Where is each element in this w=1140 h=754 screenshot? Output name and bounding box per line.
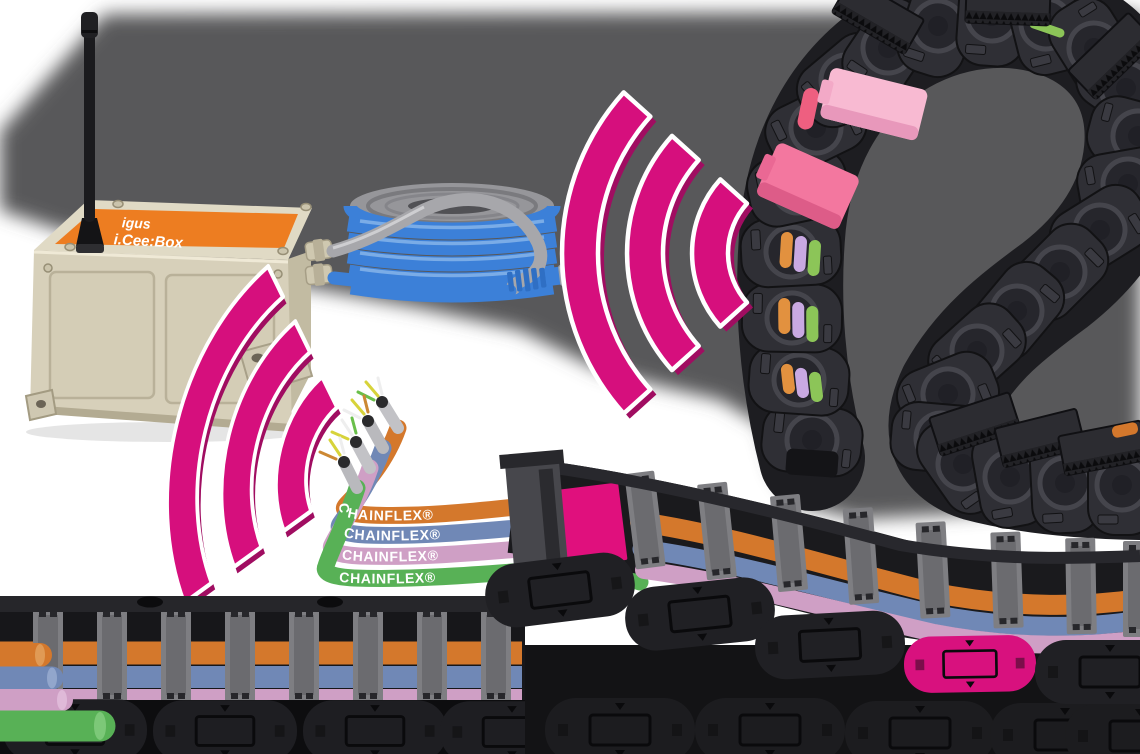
chain-end-cap	[785, 448, 839, 478]
chain-crossbar	[964, 0, 1052, 27]
igus-logo: igus	[121, 214, 151, 231]
antenna-icon	[76, 12, 104, 253]
chain-top-rail	[0, 596, 525, 612]
device-panel-left	[48, 270, 156, 400]
energy-chain-lower	[0, 449, 1140, 754]
device-label: i.Cee:Box	[113, 231, 184, 252]
ethernet-cable-blue	[327, 271, 517, 299]
cable-exit-stubs	[0, 643, 116, 742]
chain-entry-bracket	[499, 449, 570, 593]
ethernet-assembly	[326, 183, 589, 303]
cable-stripped-ends	[318, 376, 404, 494]
device-base-edge	[30, 405, 292, 432]
chain-crossbar-highlight-magenta	[554, 482, 628, 568]
svg-text:CHAINFLEX®: CHAINFLEX®	[343, 524, 441, 543]
energy-chain-upper	[739, 0, 1140, 540]
chain-top-rail	[507, 456, 1140, 564]
chain-clip-light-pink	[817, 68, 928, 141]
chainflex-label: CHAINFLEX®	[343, 524, 441, 543]
chain-clip-pink	[756, 143, 859, 229]
chainflex-label: CHAINFLEX®	[338, 569, 435, 587]
svg-text:CHAINFLEX®: CHAINFLEX®	[338, 569, 436, 587]
svg-text:CHAINFLEX®: CHAINFLEX®	[341, 546, 439, 564]
device-top-panel	[55, 209, 298, 248]
chainflex-label: CHAINFLEX®	[336, 503, 433, 524]
device-screws	[43, 199, 312, 279]
svg-text:CHAINFLEX®: CHAINFLEX®	[336, 503, 434, 524]
cable-gland-top	[304, 238, 334, 262]
chain-upper-run	[480, 449, 1140, 706]
chainflex-label: CHAINFLEX®	[341, 546, 438, 564]
chain-link-highlight-magenta	[902, 633, 1038, 695]
chain-cable-glimpse	[1111, 422, 1139, 438]
